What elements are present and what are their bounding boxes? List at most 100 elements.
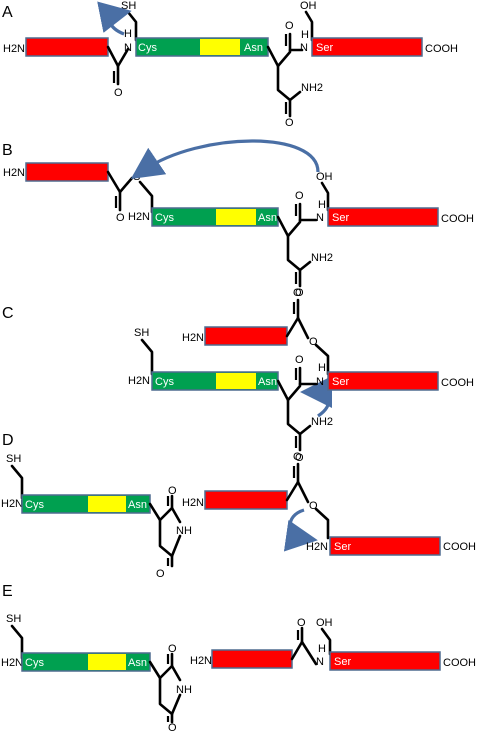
panel-a-n: N (124, 42, 132, 54)
panel-a-ser: Ser (316, 42, 333, 54)
panel-d-c-extein-block (329, 536, 441, 556)
panel-c-bond (140, 338, 154, 376)
panel-a-sh: SH (121, 0, 136, 12)
panel-c-ser: Ser (332, 376, 349, 388)
panel-d-asn: Asn (128, 499, 147, 511)
panel-a-c-extein-block (311, 37, 423, 57)
panel-e-letter: E (2, 583, 13, 600)
panel-a-h: H (124, 28, 132, 40)
panel-e-bond (148, 660, 174, 716)
panel-d-h2n-ser: H2N (306, 541, 328, 553)
panel-b-ser: Ser (332, 212, 349, 224)
panel-e-bond (170, 664, 182, 682)
panel-c-bond (314, 343, 330, 376)
panel-e-n-terminus: H2N (190, 655, 212, 667)
panel-d-o1: O (293, 451, 302, 463)
panel-c-cooh: COOH (441, 377, 474, 389)
panel-d-bond (10, 464, 24, 500)
panel-b-bond (276, 215, 302, 288)
panel-b-asn: Asn (258, 212, 277, 224)
panel-b-o2: O (295, 190, 304, 202)
panel-a-o2: O (285, 20, 294, 32)
panel-a-bond (266, 45, 292, 118)
panel-d-intein-core (88, 496, 126, 512)
panel-d-bond (296, 480, 310, 504)
panel-d-letter: D (2, 432, 14, 449)
panel-b-c-extein-block (327, 207, 439, 227)
panel-e-asn: Asn (128, 657, 147, 669)
panel-b-bond (118, 176, 134, 194)
panel-e-h: H (318, 643, 326, 655)
panel-c-bond (285, 298, 300, 338)
panel-a-bond (116, 47, 130, 68)
panel-c: C H2N O O SH H2N Cys Asn O O NH2 N H Ser… (2, 287, 474, 464)
panel-e-bond (170, 693, 182, 724)
panel-d-n-terminus: H2N (182, 497, 204, 509)
panel-e-cys: Cys (25, 657, 44, 669)
panel-e-n: N (316, 656, 324, 668)
panel-a-oh: OH (300, 0, 317, 12)
panel-d-bond (314, 507, 330, 540)
panel-d-o-top: O (168, 485, 177, 497)
panel-a-cooh: COOH (425, 43, 458, 55)
panel-c-bond (296, 316, 310, 340)
panel-c-cyclization-arrow (300, 376, 333, 418)
panel-c-bond (286, 366, 302, 402)
panel-c-h2n-cys: H2N (128, 375, 150, 387)
panel-e-ser: Ser (334, 656, 351, 668)
panel-d-o-ester: O (309, 500, 318, 512)
panel-d-cys: Cys (25, 499, 44, 511)
panel-e-sh: SH (6, 613, 21, 625)
panel-a-asn: Asn (244, 42, 263, 54)
panel-d-n-extein-block (204, 490, 288, 510)
panel-a-o1: O (114, 87, 123, 99)
panel-a-n-terminus: H2N (3, 43, 25, 55)
panel-c-bond (298, 424, 312, 436)
panel-b-n-terminus: H2N (3, 167, 25, 179)
panel-d-h2n-cys: H2N (1, 498, 23, 510)
panel-d: D SH H2N Cys Asn O NH O H2N O O H2N Ser … (1, 432, 476, 580)
panel-a-o3: O (285, 117, 294, 129)
panel-c-sh: SH (134, 327, 149, 339)
panel-b-oh: OH (316, 171, 333, 183)
panel-b-letter: B (2, 142, 13, 159)
panel-b-n: N (316, 212, 324, 224)
panel-a-bond (288, 90, 302, 102)
panel-e-bond (10, 624, 24, 660)
panel-b-intein-core (216, 209, 256, 225)
panel-a-n2: N (300, 42, 308, 54)
panel-e-oh: OH (316, 617, 333, 629)
panel-b-n-extein-block (25, 162, 109, 182)
panel-b-bond (286, 202, 302, 238)
panel-e-nh: NH (176, 684, 192, 696)
panel-b-h: H (318, 199, 326, 211)
panel-e-h2n-cys: H2N (1, 657, 23, 669)
panel-b-o1: O (116, 212, 125, 224)
panel-e-c-extein-block (329, 651, 441, 671)
panel-d-bond (170, 534, 182, 568)
panel-c-o1: O (293, 287, 302, 299)
panel-b-nh2: NH2 (311, 252, 333, 264)
panel-c-o-ester: O (309, 336, 318, 348)
panel-e: E SH H2N Cys Asn O NH O H2N O N H OH Ser… (1, 583, 476, 734)
panel-b: B H2N O S H2N Cys Asn O O NH2 N H OH Ser… (2, 139, 474, 299)
panel-a-h2: H (301, 29, 309, 41)
panel-c-n-extein-block (204, 326, 288, 346)
panel-e-intein-core (88, 654, 126, 670)
panel-e-cooh: COOH (443, 657, 476, 669)
panel-b-o3: O (295, 287, 304, 299)
panel-b-transfer-arrow (130, 139, 320, 179)
panel-a-cys: Cys (138, 42, 157, 54)
panel-b-cooh: COOH (441, 213, 474, 225)
panel-d-bond (285, 462, 300, 502)
panel-e-o-top: O (168, 643, 177, 655)
panel-b-bond (106, 170, 122, 212)
panel-a-intein-core (200, 39, 240, 55)
panel-a-bond (276, 32, 292, 68)
panel-e-o-bot: O (168, 722, 177, 734)
panel-d-ser: Ser (334, 541, 351, 553)
panel-b-cys: Cys (155, 212, 174, 224)
panel-d-bond (158, 494, 174, 522)
